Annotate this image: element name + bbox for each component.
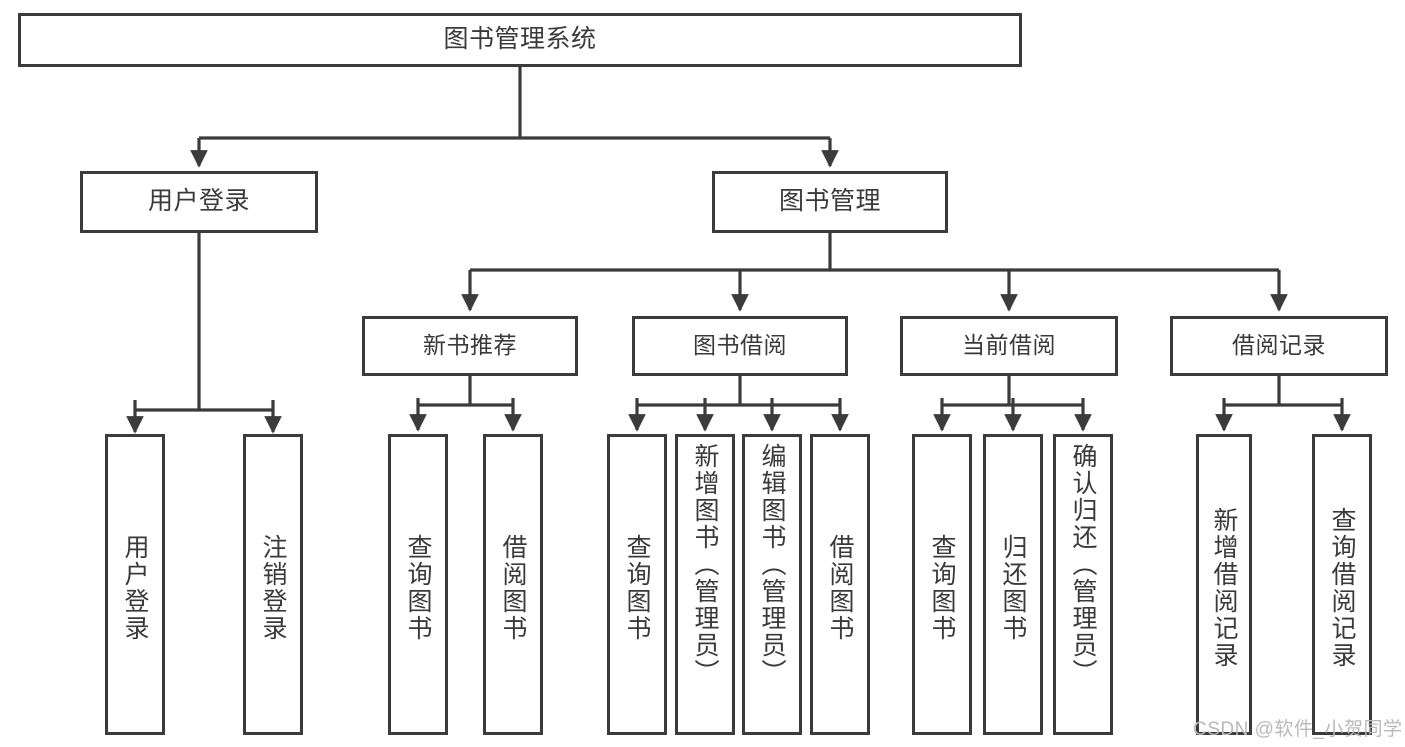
- leaf-label: 查询图书: [928, 533, 956, 642]
- leaf-label: 新增借阅记录: [1210, 506, 1238, 669]
- node-leaf-query-record[interactable]: 查询借阅记录: [1312, 434, 1372, 735]
- leaf-label: 确认归还（管理员）: [1069, 443, 1097, 686]
- node-leaf-logout[interactable]: 注销登录: [243, 434, 303, 735]
- leaf-label: 注销登录: [259, 533, 287, 642]
- node-leaf-query-book-1[interactable]: 查询图书: [388, 434, 448, 735]
- leaf-label: 用户登录: [121, 533, 149, 642]
- node-leaf-add-record[interactable]: 新增借阅记录: [1196, 434, 1252, 735]
- leaf-label: 归还图书: [999, 533, 1027, 642]
- node-current-borrow[interactable]: 当前借阅: [900, 316, 1118, 376]
- leaf-label: 查询图书: [404, 533, 432, 642]
- leaf-label: 查询图书: [623, 533, 651, 642]
- node-borrow-record[interactable]: 借阅记录: [1170, 316, 1388, 376]
- node-leaf-return-book[interactable]: 归还图书: [983, 434, 1043, 735]
- node-leaf-confirm-return[interactable]: 确认归还（管理员）: [1053, 434, 1113, 735]
- node-leaf-borrow-book-2[interactable]: 借阅图书: [810, 434, 870, 735]
- node-new-book-recommend[interactable]: 新书推荐: [362, 316, 578, 376]
- node-leaf-add-book[interactable]: 新增图书（管理员）: [675, 434, 735, 735]
- leaf-label: 编辑图书（管理员）: [758, 443, 786, 686]
- node-book-borrow[interactable]: 图书借阅: [632, 316, 848, 376]
- node-leaf-user-login[interactable]: 用户登录: [105, 434, 165, 735]
- node-user-login[interactable]: 用户登录: [80, 171, 318, 233]
- csdn-watermark: CSDN @软件_小贺同学: [1193, 719, 1403, 740]
- node-leaf-query-book-2[interactable]: 查询图书: [607, 434, 667, 735]
- leaf-label: 借阅图书: [499, 533, 527, 642]
- leaf-label: 新增图书（管理员）: [691, 443, 719, 686]
- leaf-label: 查询借阅记录: [1328, 506, 1356, 669]
- node-root[interactable]: 图书管理系统: [18, 13, 1022, 67]
- node-leaf-borrow-book-1[interactable]: 借阅图书: [483, 434, 543, 735]
- leaf-label: 借阅图书: [826, 533, 854, 642]
- node-leaf-edit-book[interactable]: 编辑图书（管理员）: [742, 434, 802, 735]
- node-leaf-query-book-3[interactable]: 查询图书: [912, 434, 972, 735]
- node-book-manage[interactable]: 图书管理: [712, 171, 948, 233]
